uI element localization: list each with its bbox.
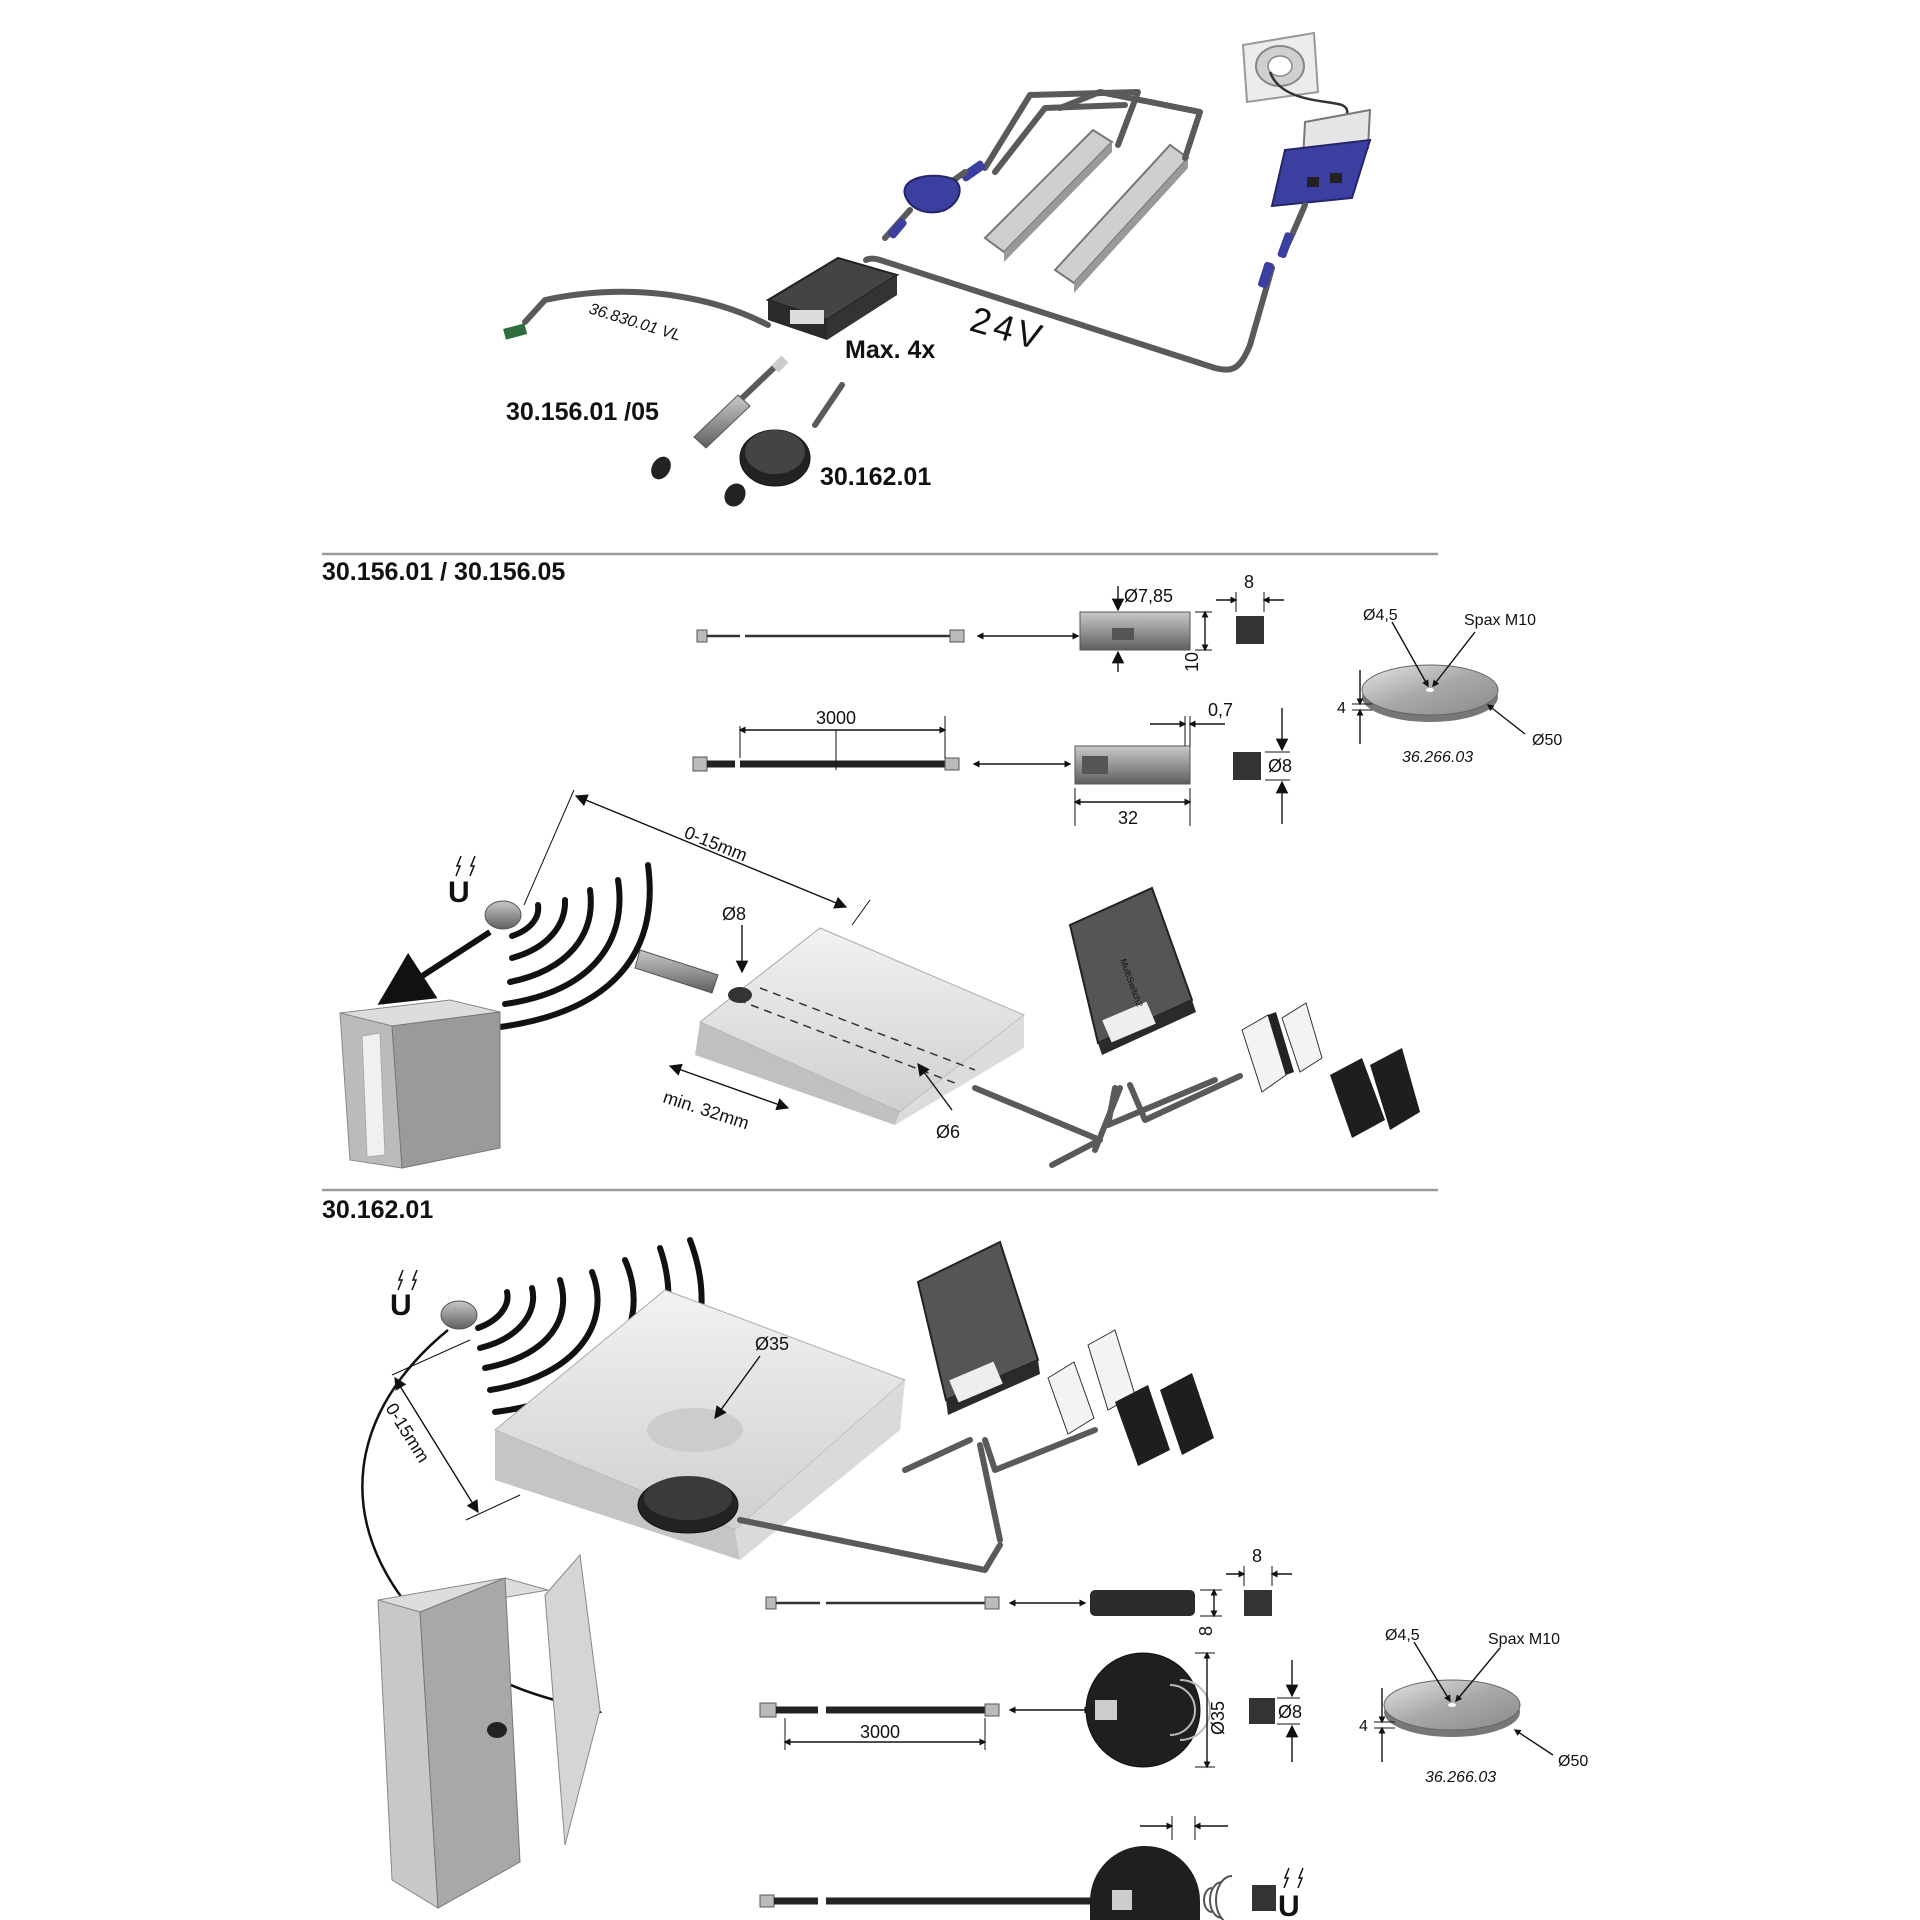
cabinet-board-1 — [695, 927, 1025, 1125]
voltage-label: 24V — [966, 298, 1050, 358]
adhesive-pads-1 — [1241, 1002, 1420, 1138]
magnet-symbol-3: U — [1278, 1890, 1300, 1920]
dim-d8-2: Ø8 — [1278, 1702, 1302, 1722]
plate-thickness-label: 4 — [1337, 700, 1346, 717]
hole-d6-label: Ø6 — [936, 1122, 960, 1142]
plate-diameter-label: Ø50 — [1532, 732, 1562, 749]
section2-title: 30.162.01 — [322, 1196, 433, 1224]
controller-2 — [916, 1240, 1040, 1415]
dim-w8: 8 — [1244, 572, 1254, 592]
range-label-2: 0-15mm — [382, 1400, 434, 1467]
dim-w8-2: 8 — [1252, 1546, 1262, 1566]
plate-hole-label: Ø4,5 — [1363, 607, 1398, 624]
plate2-part-label: 36.266.03 — [1425, 1769, 1496, 1786]
min32-label: min. 32mm — [661, 1087, 752, 1134]
adhesive-pads-2 — [1047, 1329, 1214, 1466]
range-label-1: 0-15mm — [682, 822, 751, 865]
dim-t07: 0,7 — [1208, 700, 1233, 720]
led-profile — [983, 128, 1190, 293]
mounting-plate-2: Ø4,5 Spax M10 4 Ø50 36.266.03 — [1359, 1627, 1588, 1786]
plate2-diameter-label: Ø50 — [1558, 1753, 1588, 1770]
plate2-hole-label: Ø4,5 — [1385, 1627, 1420, 1644]
dim-len32: 32 — [1118, 808, 1138, 828]
magnet-2 — [440, 1300, 478, 1330]
plate2-thickness-label: 4 — [1359, 1718, 1368, 1735]
magnet-symbol-1: U — [448, 876, 470, 909]
part-30162-label: 30.162.01 — [820, 463, 931, 491]
dim-d785: Ø7,85 — [1124, 586, 1173, 606]
dim-d8: Ø8 — [1268, 756, 1292, 776]
section2-drawings: U 0-15mm Ø35 — [361, 1237, 1588, 1920]
sensor-cylinder-1 — [634, 949, 719, 994]
sensor-30162-overview: 30.162.01 — [724, 382, 931, 507]
sensor-cable-label: 36.830.01 VL — [587, 301, 683, 345]
plate-screw-label: Spax M10 — [1464, 612, 1536, 629]
dim-len3000: 3000 — [816, 708, 856, 728]
sensor-round-front — [1085, 1652, 1201, 1768]
section1-drawings: Ø7,85 10 8 3000 0,7 32 — [339, 572, 1562, 1169]
distributor-box — [903, 174, 961, 214]
hole-d8-label: Ø8 — [722, 904, 746, 924]
driver-box — [765, 256, 900, 340]
dim-h10: 10 — [1182, 652, 1202, 672]
magnet-symbol-2: U — [390, 1289, 412, 1322]
plate2-screw-label: Spax M10 — [1488, 1631, 1560, 1648]
mounting-plate: Ø4,5 Spax M10 4 Ø50 36.266.03 — [1337, 607, 1562, 766]
dim-len3000-2: 3000 — [860, 1722, 900, 1742]
section1-title: 30.156.01 / 30.156.05 — [322, 558, 565, 586]
wall-socket — [1241, 31, 1320, 104]
power-supply — [1270, 108, 1372, 208]
controller-1: MultiSwitch2 — [1068, 886, 1196, 1055]
cabinet-2 — [377, 1553, 601, 1909]
max-label: Max. 4x — [845, 336, 935, 364]
overview-system: 36.830.01 VL 24V Max. 4x 30.156.01 /05 3… — [503, 31, 1372, 507]
hole-d35-label: Ø35 — [755, 1334, 789, 1354]
dim-h8-2: 8 — [1196, 1626, 1216, 1636]
magnet — [484, 900, 522, 930]
cabinet-1 — [339, 999, 501, 1169]
plate-part-label: 36.266.03 — [1402, 749, 1473, 766]
part-30156-label: 30.156.01 /05 — [506, 398, 659, 426]
cabinet-board-2 — [494, 1289, 906, 1560]
dim-d35-side: Ø35 — [1208, 1701, 1228, 1735]
sensor-30156-overview: 30.156.01 /05 — [506, 355, 789, 480]
